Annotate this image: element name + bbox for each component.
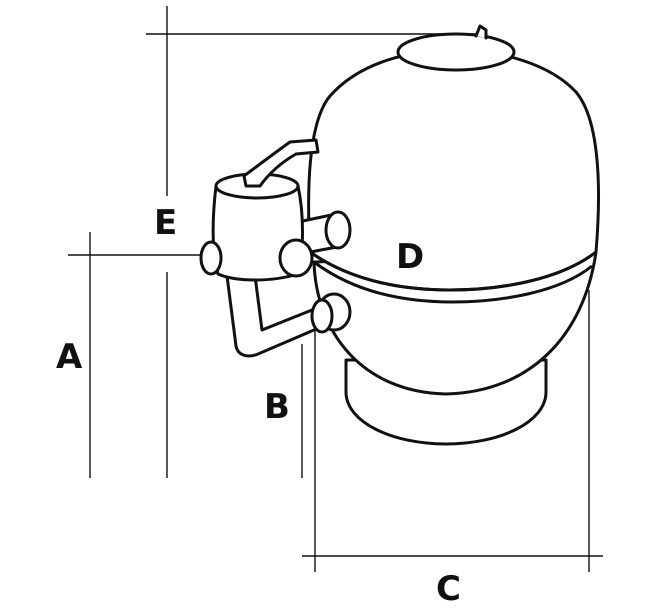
label-e: E bbox=[154, 203, 177, 243]
label-d: D bbox=[396, 237, 424, 277]
filter-tank bbox=[307, 24, 600, 446]
valve-right-port bbox=[278, 238, 314, 278]
label-b: B bbox=[264, 387, 290, 427]
multiport-valve bbox=[199, 138, 352, 358]
label-a: A bbox=[56, 337, 83, 377]
valve-handle bbox=[242, 138, 320, 188]
valve-drain-pipe bbox=[224, 266, 330, 358]
label-c: C bbox=[436, 569, 461, 609]
dimension-labels: E D A B C bbox=[56, 203, 461, 609]
tank-upper-dome bbox=[307, 48, 600, 292]
valve-left-port bbox=[199, 240, 223, 276]
tank-lid-nub bbox=[474, 24, 488, 40]
upper-port-fitting bbox=[324, 210, 352, 250]
tank-lid bbox=[396, 32, 516, 72]
lower-port-fitting-ring bbox=[310, 298, 334, 334]
tank-clamp-band-lower bbox=[313, 260, 593, 304]
tank-clamp-band bbox=[309, 250, 597, 292]
